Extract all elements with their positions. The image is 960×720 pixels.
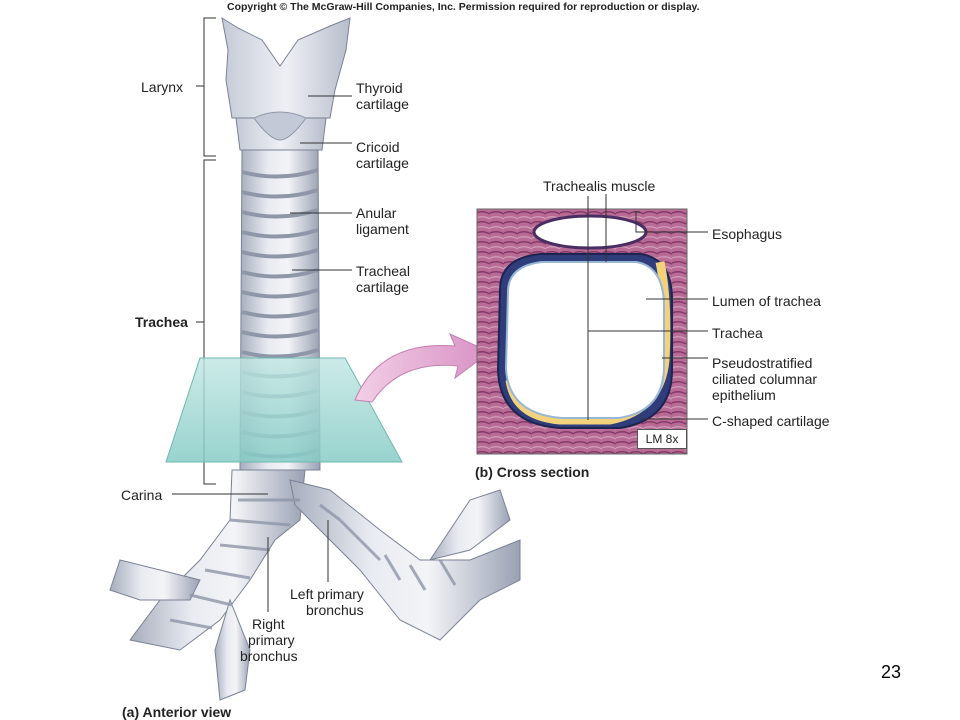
copyright-notice: Copyright © The McGraw-Hill Companies, I… [227,1,700,13]
label-trachea-cross: Trachea [712,325,763,341]
label-cricoid-line1: Cricoid [356,139,400,155]
region-brackets [196,17,216,485]
caption-anterior-view: (a) Anterior view [122,704,232,720]
label-right-bronchus-line2: primary [248,632,295,648]
slide-number: 23 [881,662,902,682]
magnification-badge: LM 8x [637,429,687,449]
bronchi [109,469,521,701]
label-pseudo-line3: epithelium [712,387,776,403]
label-larynx: Larynx [141,79,184,95]
label-anular-line2: ligament [356,221,409,237]
label-pseudo-line2: ciliated columnar [712,371,818,387]
pointer-arrow [354,333,491,403]
label-trachea: Trachea [135,314,188,330]
label-tracheal-line2: cartilage [356,279,409,295]
label-trachealis-muscle: Trachealis muscle [543,178,656,194]
label-pseudo-line1: Pseudostratified [712,355,813,371]
label-carina: Carina [121,487,163,503]
label-right-bronchus-line3: bronchus [240,648,298,664]
caption-cross-section: (b) Cross section [475,464,590,480]
label-left-bronchus-line1: Left primary [290,586,364,602]
label-tracheal-line1: Tracheal [356,263,410,279]
label-thyroid-line1: Thyroid [356,80,403,96]
glass-section-plane [165,357,403,463]
label-esophagus: Esophagus [712,226,783,242]
leader-lines [172,95,708,612]
label-lumen: Lumen of trachea [712,293,821,309]
label-thyroid-line2: cartilage [356,96,409,112]
label-c-cartilage: C-shaped cartilage [712,413,830,429]
label-right-bronchus-line1: Right [252,616,285,632]
label-cricoid-line2: cartilage [356,155,409,171]
label-anular-line1: Anular [356,205,397,221]
larynx-shape [221,16,351,151]
label-left-bronchus-line2: bronchus [306,602,364,618]
